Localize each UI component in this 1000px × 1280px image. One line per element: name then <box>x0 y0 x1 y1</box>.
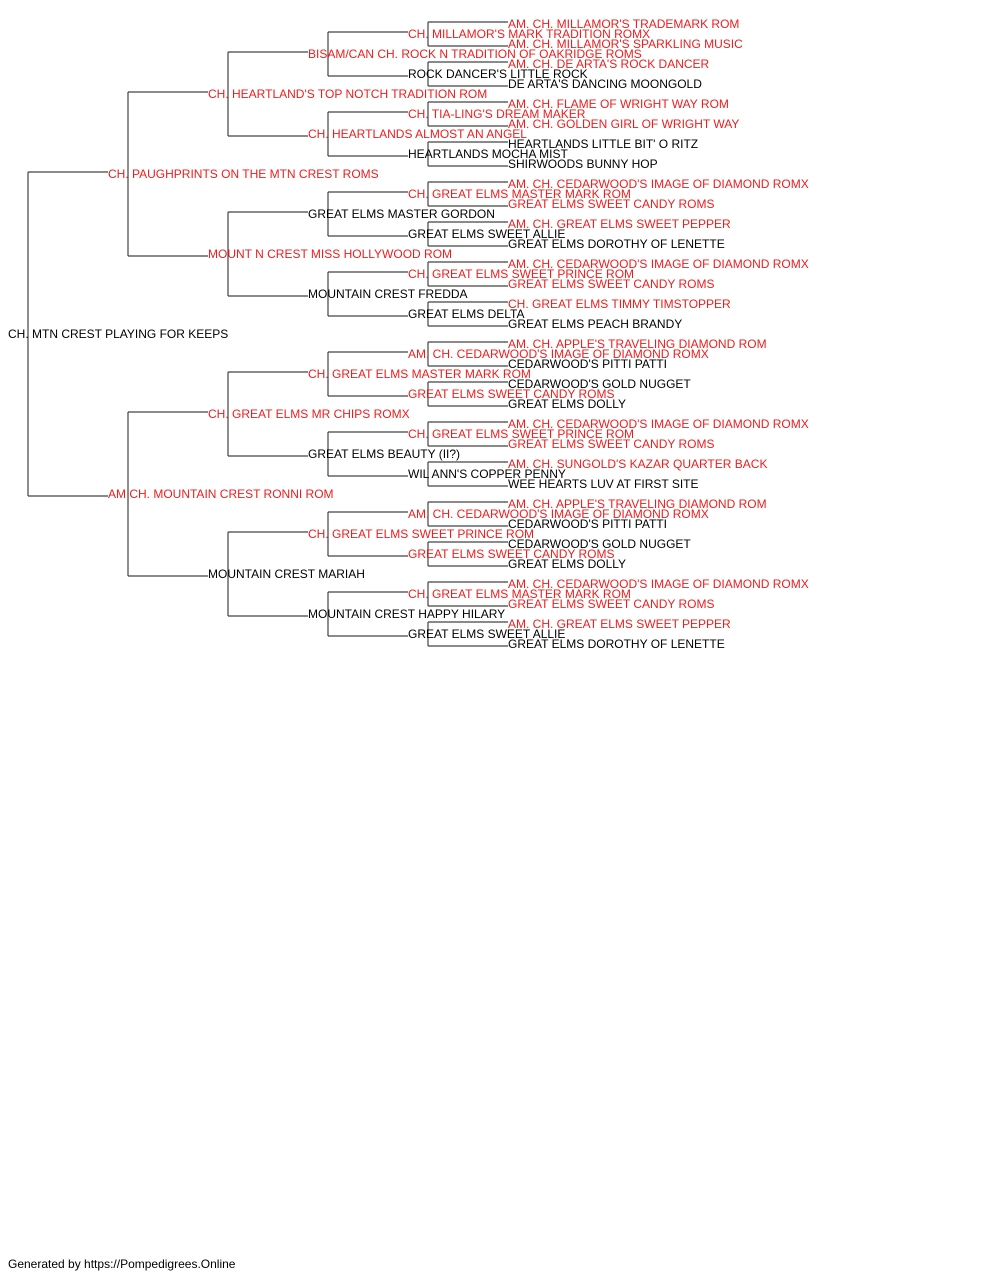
ancestor-name-gen5: SHIRWOODS BUNNY HOP <box>508 157 658 171</box>
ancestor-name-gen4: GREAT ELMS SWEET ALLIE <box>408 627 565 641</box>
ancestor-name-gen3: CH. HEARTLANDS ALMOST AN ANGEL <box>308 127 527 141</box>
ancestor-name-gen3: GREAT ELMS MASTER GORDON <box>308 207 495 221</box>
ancestor-name-gen5: AM. CH. CEDARWOOD'S IMAGE OF DIAMOND ROM… <box>508 177 809 191</box>
ancestor-name-gen3: MOUNTAIN CREST HAPPY HILARY <box>308 607 505 621</box>
ancestor-name-gen5: GREAT ELMS DOLLY <box>508 397 626 411</box>
ancestor-name-gen4: CH. MILLAMOR'S MARK TRADITION ROMX <box>408 27 650 41</box>
ancestor-name-gen4: GREAT ELMS SWEET ALLIE <box>408 227 565 241</box>
ancestor-name-gen5: AM. CH. MILLAMOR'S SPARKLING MUSIC <box>508 37 743 51</box>
ancestor-name-gen3: CH. GREAT ELMS MASTER MARK ROM <box>308 367 531 381</box>
ancestor-name-gen3: MOUNTAIN CREST FREDDA <box>308 287 468 301</box>
ancestor-name-gen4: CH. TIA-LING'S DREAM MAKER <box>408 107 586 121</box>
ancestor-name-gen1: AM CH. MOUNTAIN CREST RONNI ROM <box>108 487 334 501</box>
ancestor-name-gen5: AM. CH. CEDARWOOD'S IMAGE OF DIAMOND ROM… <box>508 417 809 431</box>
ancestor-name-gen5: CEDARWOOD'S PITTI PATTI <box>508 357 667 371</box>
ancestor-name-gen4: WIL ANN'S COPPER PENNY <box>408 467 566 481</box>
ancestor-name-gen5: CEDARWOOD'S PITTI PATTI <box>508 517 667 531</box>
ancestor-name-gen4: AM. CH. CEDARWOOD'S IMAGE OF DIAMOND ROM… <box>408 347 709 361</box>
ancestor-name-gen5: GREAT ELMS SWEET CANDY ROMS <box>508 197 714 211</box>
ancestor-name-gen4: CH. GREAT ELMS SWEET PRINCE ROM <box>408 267 634 281</box>
ancestor-name-gen5: AM. CH. FLAME OF WRIGHT WAY ROM <box>508 97 729 111</box>
ancestor-name-gen5: AM. CH. APPLE'S TRAVELING DIAMOND ROM <box>508 337 767 351</box>
ancestor-name-gen2: CH. GREAT ELMS MR CHIPS ROMX <box>208 407 410 421</box>
ancestor-name-gen5: GREAT ELMS SWEET CANDY ROMS <box>508 437 714 451</box>
ancestor-name-gen5: GREAT ELMS DOLLY <box>508 557 626 571</box>
connector-lines <box>27 21 508 647</box>
ancestor-name-gen5: AM. CH. SUNGOLD'S KAZAR QUARTER BACK <box>508 457 767 471</box>
ancestor-name-gen3: CH. GREAT ELMS SWEET PRINCE ROM <box>308 527 534 541</box>
ancestor-name-gen2: MOUNTAIN CREST MARIAH <box>208 567 365 581</box>
ancestor-name-gen5: GREAT ELMS DOROTHY OF LENETTE <box>508 237 725 251</box>
ancestor-name-gen5: HEARTLANDS LITTLE BIT' O RITZ <box>508 137 698 151</box>
ancestor-name-gen4: HEARTLANDS MOCHA MIST <box>408 147 568 161</box>
ancestor-name-gen4: GREAT ELMS SWEET CANDY ROMS <box>408 387 614 401</box>
ancestor-name-gen4: CH. GREAT ELMS MASTER MARK ROM <box>408 587 631 601</box>
ancestor-name-gen5: AM. CH. APPLE'S TRAVELING DIAMOND ROM <box>508 497 767 511</box>
ancestor-name-gen5: GREAT ELMS PEACH BRANDY <box>508 317 682 331</box>
ancestor-labels: CH. MTN CREST PLAYING FOR KEEPS CH. PAUGH… <box>8 17 809 651</box>
ancestor-name-gen5: GREAT ELMS SWEET CANDY ROMS <box>508 277 714 291</box>
ancestor-name-gen5: AM. CH. GREAT ELMS SWEET PEPPER <box>508 217 731 231</box>
ancestor-name-gen2: MOUNT N CREST MISS HOLLYWOOD ROM <box>208 247 452 261</box>
ancestor-name-gen5: GREAT ELMS SWEET CANDY ROMS <box>508 597 714 611</box>
subject-dog-name: CH. MTN CREST PLAYING FOR KEEPS <box>8 327 228 341</box>
ancestor-name-gen5: AM. CH. GREAT ELMS SWEET PEPPER <box>508 617 731 631</box>
ancestor-name-gen5: AM. CH. GOLDEN GIRL OF WRIGHT WAY <box>508 117 739 131</box>
ancestor-name-gen2: CH. HEARTLAND'S TOP NOTCH TRADITION ROM <box>208 87 487 101</box>
ancestor-name-gen5: DE ARTA'S DANCING MOONGOLD <box>508 77 702 91</box>
ancestor-name-gen5: WEE HEARTS LUV AT FIRST SITE <box>508 477 699 491</box>
ancestor-name-gen5: AM. CH. MILLAMOR'S TRADEMARK ROM <box>508 17 739 31</box>
ancestor-name-gen5: AM. CH. CEDARWOOD'S IMAGE OF DIAMOND ROM… <box>508 577 809 591</box>
ancestor-name-gen4: CH. GREAT ELMS MASTER MARK ROM <box>408 187 631 201</box>
ancestor-name-gen5: AM. CH. DE ARTA'S ROCK DANCER <box>508 57 710 71</box>
ancestor-name-gen3: GREAT ELMS BEAUTY (II?) <box>308 447 460 461</box>
ancestor-name-gen4: AM. CH. CEDARWOOD'S IMAGE OF DIAMOND ROM… <box>408 507 709 521</box>
ancestor-name-gen5: AM. CH. CEDARWOOD'S IMAGE OF DIAMOND ROM… <box>508 257 809 271</box>
ancestor-name-gen5: CEDARWOOD'S GOLD NUGGET <box>508 377 691 391</box>
ancestor-name-gen4: CH. GREAT ELMS SWEET PRINCE ROM <box>408 427 634 441</box>
ancestor-name-gen5: GREAT ELMS DOROTHY OF LENETTE <box>508 637 725 651</box>
ancestor-name-gen3: BISAM/CAN CH. ROCK N TRADITION OF OAKRID… <box>308 47 642 61</box>
ancestor-name-gen5: CEDARWOOD'S GOLD NUGGET <box>508 537 691 551</box>
ancestor-name-gen4: ROCK DANCER'S LITTLE ROCK <box>408 67 588 81</box>
ancestor-name-gen5: CH. GREAT ELMS TIMMY TIMSTOPPER <box>508 297 731 311</box>
ancestor-name-gen4: GREAT ELMS DELTA <box>408 307 524 321</box>
ancestor-name-gen1: CH. PAUGHPRINTS ON THE MTN CREST ROMS <box>108 167 379 181</box>
ancestor-name-gen4: GREAT ELMS SWEET CANDY ROMS <box>408 547 614 561</box>
footer-credit: Generated by https://Pompedigrees.Online <box>8 1257 236 1271</box>
